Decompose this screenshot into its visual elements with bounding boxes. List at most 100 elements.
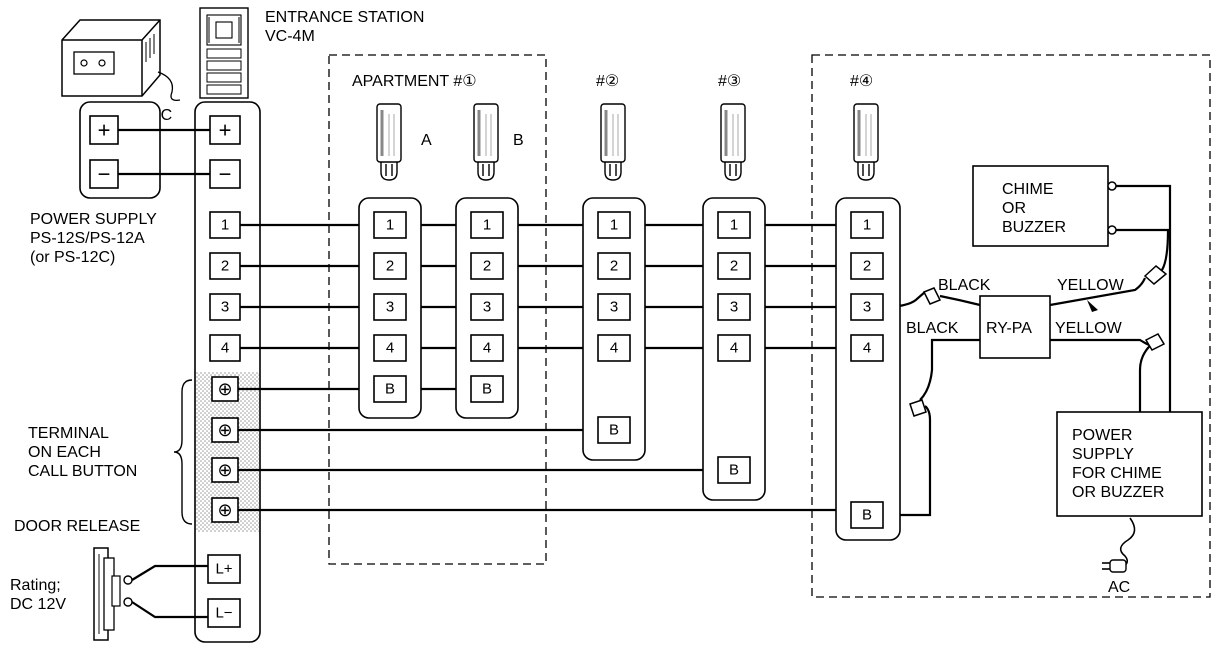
apt1a-terminal-3[interactable]: 3 (373, 293, 407, 321)
handset-apt1-a (375, 102, 403, 182)
relay-label: RY-PA (986, 320, 1032, 337)
call-terminal-4[interactable]: ⊕ (211, 497, 239, 523)
handset-apt1-b (472, 102, 500, 182)
call-terminal-3-screw: ⊕ (217, 460, 232, 480)
apt2-terminal-2[interactable]: 2 (597, 252, 631, 280)
yellow-label-upper: YELLOW (1057, 277, 1125, 294)
entrance-station-model: VC-4M (265, 28, 315, 45)
handset-apt3 (719, 102, 747, 182)
entrance-terminal-3[interactable]: 3 (209, 293, 241, 321)
apt3-terminal-4-label: 4 (730, 340, 738, 357)
entrance-station-drawing (199, 7, 249, 99)
apartment-1-boundary (328, 54, 547, 565)
entrance-terminal-minus[interactable]: − (209, 159, 241, 189)
apt1a-terminal-b-label: B (385, 381, 395, 398)
terminal-label-line2: ON EACH (28, 444, 101, 461)
handset-apt2 (599, 102, 627, 182)
chime-ps-label-line4: OR BUZZER (1072, 484, 1164, 501)
apartment-1-label: APARTMENT #① (352, 73, 477, 90)
chime-terminal-bottom[interactable] (1107, 225, 1117, 235)
chime-terminal-top[interactable] (1107, 181, 1117, 191)
apt1a-terminal-2[interactable]: 2 (373, 252, 407, 280)
apt1b-terminal-4[interactable]: 4 (470, 334, 504, 362)
apt2-terminal-4-label: 4 (610, 340, 618, 357)
apt1a-terminal-4[interactable]: 4 (373, 334, 407, 362)
call-terminal-3[interactable]: ⊕ (211, 457, 239, 483)
apt1b-terminal-b[interactable]: B (470, 375, 504, 403)
chime-ps-label-line2: SUPPLY (1072, 446, 1134, 463)
apt2-terminal-3-label: 3 (610, 299, 618, 316)
apt4-terminal-2[interactable]: 2 (850, 252, 884, 280)
apt3-terminal-1-label: 1 (730, 217, 738, 234)
chime-ps-label-line3: FOR CHIME (1072, 465, 1162, 482)
handset-b-label: B (513, 132, 524, 149)
rating-label-line2: DC 12V (10, 596, 66, 613)
apt1b-terminal-2-label: 2 (483, 258, 491, 275)
apt3-terminal-1[interactable]: 1 (717, 211, 751, 239)
entrance-terminal-4[interactable]: 4 (209, 334, 241, 362)
apt3-terminal-4[interactable]: 4 (717, 334, 751, 362)
entrance-terminal-1-label: 1 (221, 217, 229, 234)
chime-label-line1: CHIME (1002, 181, 1054, 198)
apt3-terminal-b-label: B (729, 462, 739, 479)
door-release-label: DOOR RELEASE (14, 518, 140, 535)
apt3-terminal-3[interactable]: 3 (717, 293, 751, 321)
entrance-terminal-l-minus[interactable]: L− (207, 598, 241, 628)
apt3-terminal-b[interactable]: B (717, 456, 751, 484)
entrance-terminal-2[interactable]: 2 (209, 252, 241, 280)
entrance-terminal-2-label: 2 (221, 258, 229, 275)
apt1b-terminal-3-label: 3 (483, 299, 491, 316)
terminal-label-line1: TERMINAL (28, 425, 109, 442)
apt4-terminal-b[interactable]: B (850, 501, 884, 529)
wire-connectors (909, 265, 1168, 417)
apt4-terminal-3-label: 3 (863, 299, 871, 316)
apartment-4-boundary (811, 54, 1211, 598)
entrance-terminal-plus[interactable]: + (209, 115, 241, 145)
apt1b-terminal-1[interactable]: 1 (470, 211, 504, 239)
apt1b-terminal-1-label: 1 (483, 217, 491, 234)
apt1a-terminal-1-label: 1 (386, 217, 394, 234)
terminal-label-line3: CALL BUTTON (28, 463, 137, 480)
call-terminal-2[interactable]: ⊕ (211, 417, 239, 443)
apt4-terminal-1[interactable]: 1 (850, 211, 884, 239)
apt1a-terminal-b[interactable]: B (373, 375, 407, 403)
apt2-terminal-2-label: 2 (610, 258, 618, 275)
apt4-terminal-3[interactable]: 3 (850, 293, 884, 321)
apt1b-terminal-3[interactable]: 3 (470, 293, 504, 321)
ps-terminal-plus[interactable]: + (89, 115, 119, 145)
entrance-terminal-l-plus[interactable]: L+ (207, 554, 241, 584)
apt1a-terminal-3-label: 3 (386, 299, 394, 316)
entrance-terminal-plus-label: + (219, 118, 232, 143)
apt1a-terminal-2-label: 2 (386, 258, 394, 275)
apt4-terminal-4[interactable]: 4 (850, 334, 884, 362)
apt3-terminal-2[interactable]: 2 (717, 252, 751, 280)
apt3-terminal-3-label: 3 (730, 299, 738, 316)
apt2-terminal-4[interactable]: 4 (597, 334, 631, 362)
apt1a-terminal-1[interactable]: 1 (373, 211, 407, 239)
apt2-terminal-1[interactable]: 1 (597, 211, 631, 239)
apt4-terminal-b-label: B (862, 507, 872, 524)
apt2-terminal-3[interactable]: 3 (597, 293, 631, 321)
apartment-4-label: #④ (850, 73, 873, 90)
entrance-terminal-1[interactable]: 1 (209, 211, 241, 239)
entrance-terminal-l-minus-label: L− (215, 605, 232, 622)
apt2-terminal-1-label: 1 (610, 217, 618, 234)
apt1b-terminal-b-label: B (482, 381, 492, 398)
entrance-terminal-minus-label: − (219, 162, 232, 187)
apt1b-terminal-2[interactable]: 2 (470, 252, 504, 280)
ac-plug-icon (1102, 559, 1127, 573)
apt2-terminal-b[interactable]: B (597, 416, 631, 444)
chime-power-supply-box (1056, 411, 1203, 517)
call-terminal-2-screw: ⊕ (217, 420, 232, 440)
apt4-terminal-1-label: 1 (863, 217, 871, 234)
chime-ps-label-line1: POWER (1072, 427, 1132, 444)
entrance-terminal-3-label: 3 (221, 299, 229, 316)
chime-box (972, 165, 1109, 247)
call-terminal-4-screw: ⊕ (217, 500, 232, 520)
ps-terminal-minus[interactable]: − (89, 159, 119, 189)
power-supply-alt: (or PS-12C) (30, 249, 115, 266)
apt1a-terminal-4-label: 4 (386, 340, 394, 357)
call-terminal-1[interactable]: ⊕ (211, 376, 239, 402)
station-apt4 (835, 197, 901, 541)
handset-a-label: A (421, 132, 432, 149)
